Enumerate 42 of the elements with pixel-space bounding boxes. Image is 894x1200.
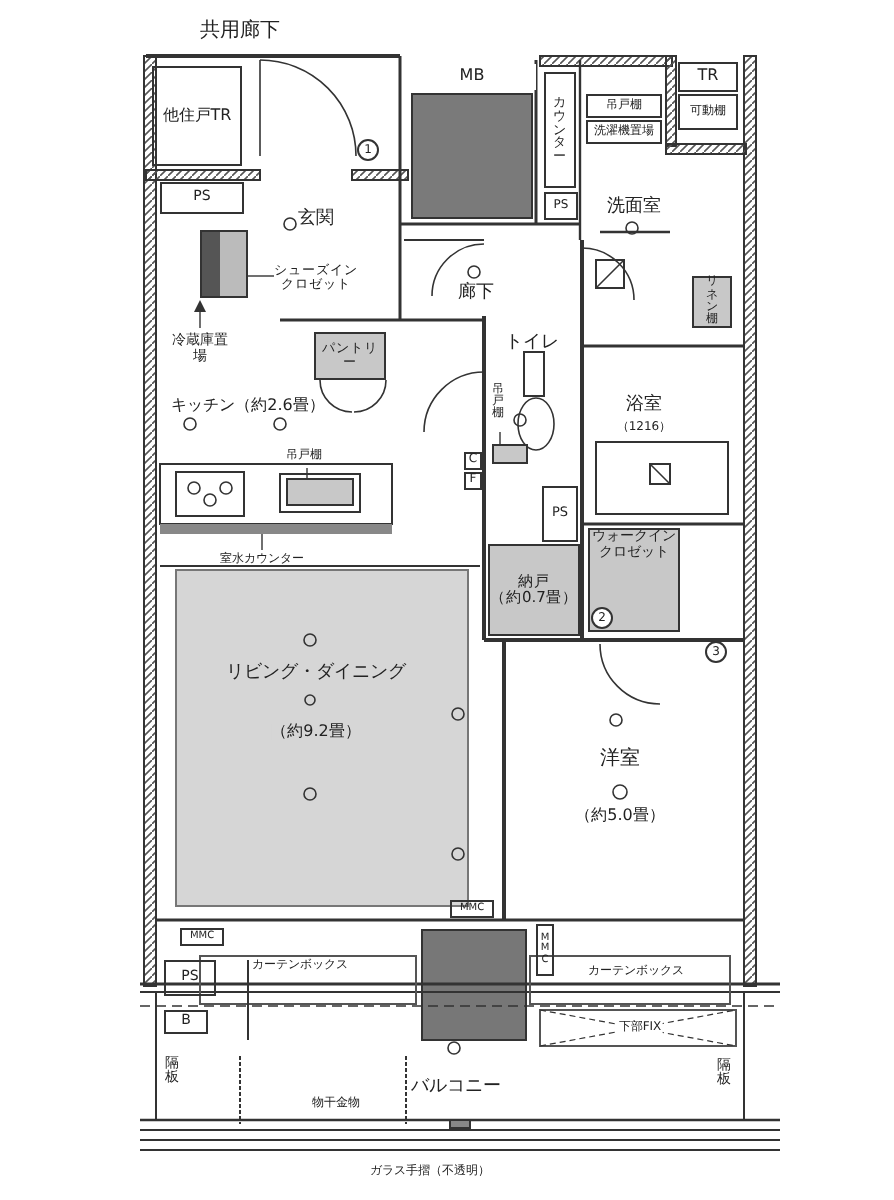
shoe-closet-box xyxy=(200,230,248,298)
ps-box xyxy=(542,486,578,542)
pantry-box xyxy=(314,332,386,380)
leader-line xyxy=(247,275,275,277)
room-label: 玄関 xyxy=(298,211,334,229)
leader-line xyxy=(306,467,308,479)
shelf-box xyxy=(678,94,738,130)
balcony-label: バルコニー xyxy=(411,1079,501,1097)
room-label: 洋室 xyxy=(600,750,640,770)
mmc-box xyxy=(536,924,554,976)
room-label: 廊下 xyxy=(458,285,494,303)
tr-box xyxy=(678,62,738,92)
laundry-box xyxy=(586,120,662,144)
counter-bar xyxy=(160,524,392,534)
room-label: リビング・ダイニング xyxy=(226,665,406,683)
counter-box xyxy=(544,72,576,188)
leader-line xyxy=(194,300,206,329)
cabinet-box xyxy=(286,478,354,506)
storage-room xyxy=(488,544,580,636)
c-box xyxy=(464,452,482,470)
mmc-box xyxy=(450,900,494,918)
closet-room xyxy=(588,528,680,632)
shelf-box xyxy=(692,276,732,328)
room-size-label: （約5.0畳） xyxy=(575,808,665,824)
room-label: 浴室 xyxy=(626,397,662,415)
ps-box xyxy=(544,192,578,220)
f-box xyxy=(464,472,482,490)
room-label: トイレ xyxy=(505,335,559,353)
room-label: キッチン（約2.6畳） xyxy=(171,398,325,414)
room-label: 洗面室 xyxy=(607,199,661,217)
box-label: 他住戸TR xyxy=(162,107,232,125)
corridor-label: 共用廊下 xyxy=(200,22,280,42)
unit-box xyxy=(152,66,242,166)
ps-box xyxy=(160,182,244,214)
leader-line xyxy=(499,431,501,445)
leader-line xyxy=(261,533,263,551)
cabinet-box xyxy=(586,94,662,118)
ps-box xyxy=(164,960,216,996)
box-label: TR xyxy=(697,68,719,86)
b-box xyxy=(164,1010,208,1034)
cabinet-box xyxy=(492,444,528,464)
mmc-box xyxy=(180,928,224,946)
